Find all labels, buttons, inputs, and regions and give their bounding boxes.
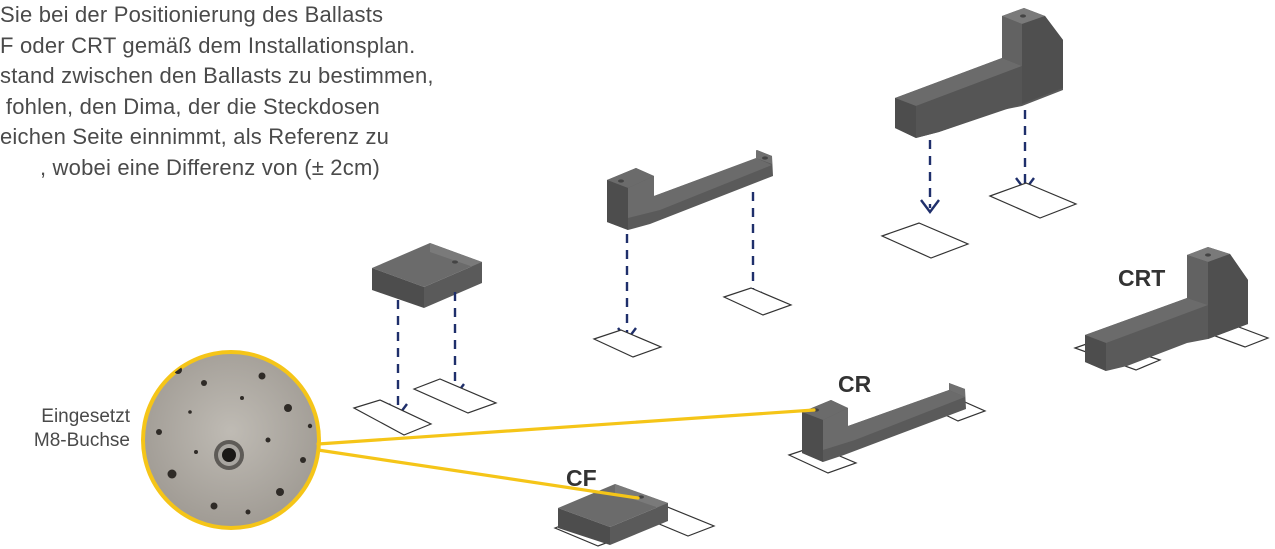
insert-label-line1: Eingesetzt [41,406,130,427]
m8-socket-icon [214,440,244,470]
ballast-block-crt-floating [895,8,1063,138]
ballast-cr-placed [787,383,987,474]
ballast-block-cr-floating [607,150,773,230]
ballast-crt-placed [1073,247,1270,371]
floor-markers-1 [352,378,498,436]
instruction-text: Sie bei der Positionierung des Ballasts … [0,0,434,183]
insert-label: Eingesetzt M8-Buchse [0,405,130,453]
floor-markers-3 [880,182,1078,259]
label-crt: CRT [1118,265,1165,291]
instruction-line: , wobei eine Differenz von (± 2cm) [39,154,380,180]
instruction-line: fohlen, den Dima, der die Steckdosen [5,93,380,119]
drop-stage-1 [352,243,498,436]
instruction-line: stand zwischen den Ballasts zu bestimmen… [0,63,434,88]
instruction-line: Sie bei der Positionierung des Ballasts [0,2,384,27]
label-cf: CF [566,465,597,491]
m8-insert-closeup [141,350,321,530]
instruction-line: eichen Seite einnimmt, als Referenz zu [0,124,390,149]
callout-lines [316,408,816,500]
drop-stage-3 [880,8,1078,259]
ballast-block-cf-floating [372,243,482,308]
floor-markers-2 [592,287,793,358]
instruction-line: F oder CRT gemäß dem Installationsplan. [0,32,416,58]
label-cr: CR [838,371,872,397]
drop-stage-2 [592,150,793,358]
ballast-cf-placed [553,484,716,547]
insert-label-line2: M8-Buchse [33,430,130,451]
